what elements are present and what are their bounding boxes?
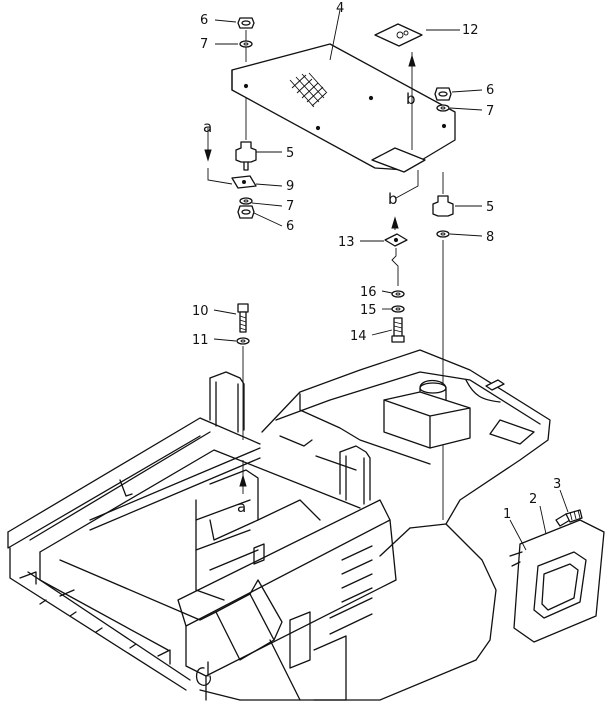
grab-handle-right [339, 445, 371, 505]
callout-6-left: 6 [286, 219, 294, 234]
callout-16: 16 [360, 285, 377, 300]
lifting-hook [195, 661, 212, 686]
side-cover-assembly [509, 509, 605, 643]
arrow-a-bottom [239, 474, 247, 487]
grab-handle-left [209, 371, 245, 433]
main-frame [7, 349, 551, 701]
callout-13: 13 [338, 235, 355, 250]
callout-1: 1 [503, 507, 511, 522]
callout-15: 15 [360, 303, 377, 318]
callout-3: 3 [553, 477, 561, 492]
callout-4: 4 [336, 1, 344, 16]
callout-9: 9 [286, 179, 294, 194]
callout-14: 14 [350, 329, 367, 344]
callout-6-right: 6 [486, 83, 494, 98]
bolt-and-washer [236, 303, 250, 440]
callout-5-right: 5 [486, 200, 494, 215]
callout-8: 8 [486, 230, 494, 245]
callout-7-top: 7 [200, 37, 208, 52]
small-plate [374, 23, 423, 47]
arrow-b-top [408, 54, 416, 67]
callout-7-right: 7 [486, 104, 494, 119]
cover-plate [231, 43, 456, 173]
view-marker-a-top: a [203, 118, 212, 136]
view-marker-b-top: b [406, 90, 416, 108]
left-hardware-stack [207, 17, 257, 219]
arrow-a-top [204, 149, 212, 162]
callout-5-left: 5 [286, 146, 294, 161]
callout-7-left: 7 [286, 199, 294, 214]
center-hardware-stack [384, 170, 419, 343]
part-callouts: 6 7 4 12 6 7 5 9 7 6 5 8 13 16 15 14 10 … [192, 1, 561, 522]
vent-grid [289, 72, 328, 108]
leader-lines [213, 9, 569, 551]
callout-6-top: 6 [200, 13, 208, 28]
callout-11: 11 [192, 333, 209, 348]
louvre-slots [329, 545, 373, 635]
view-marker-b-mid: b [388, 190, 398, 208]
view-marker-a-bottom: a [237, 498, 246, 516]
right-hardware-stack [432, 87, 454, 520]
callout-12: 12 [462, 23, 479, 38]
callout-10: 10 [192, 304, 209, 319]
callout-2: 2 [529, 492, 537, 507]
view-markers: a a b b [203, 90, 416, 516]
